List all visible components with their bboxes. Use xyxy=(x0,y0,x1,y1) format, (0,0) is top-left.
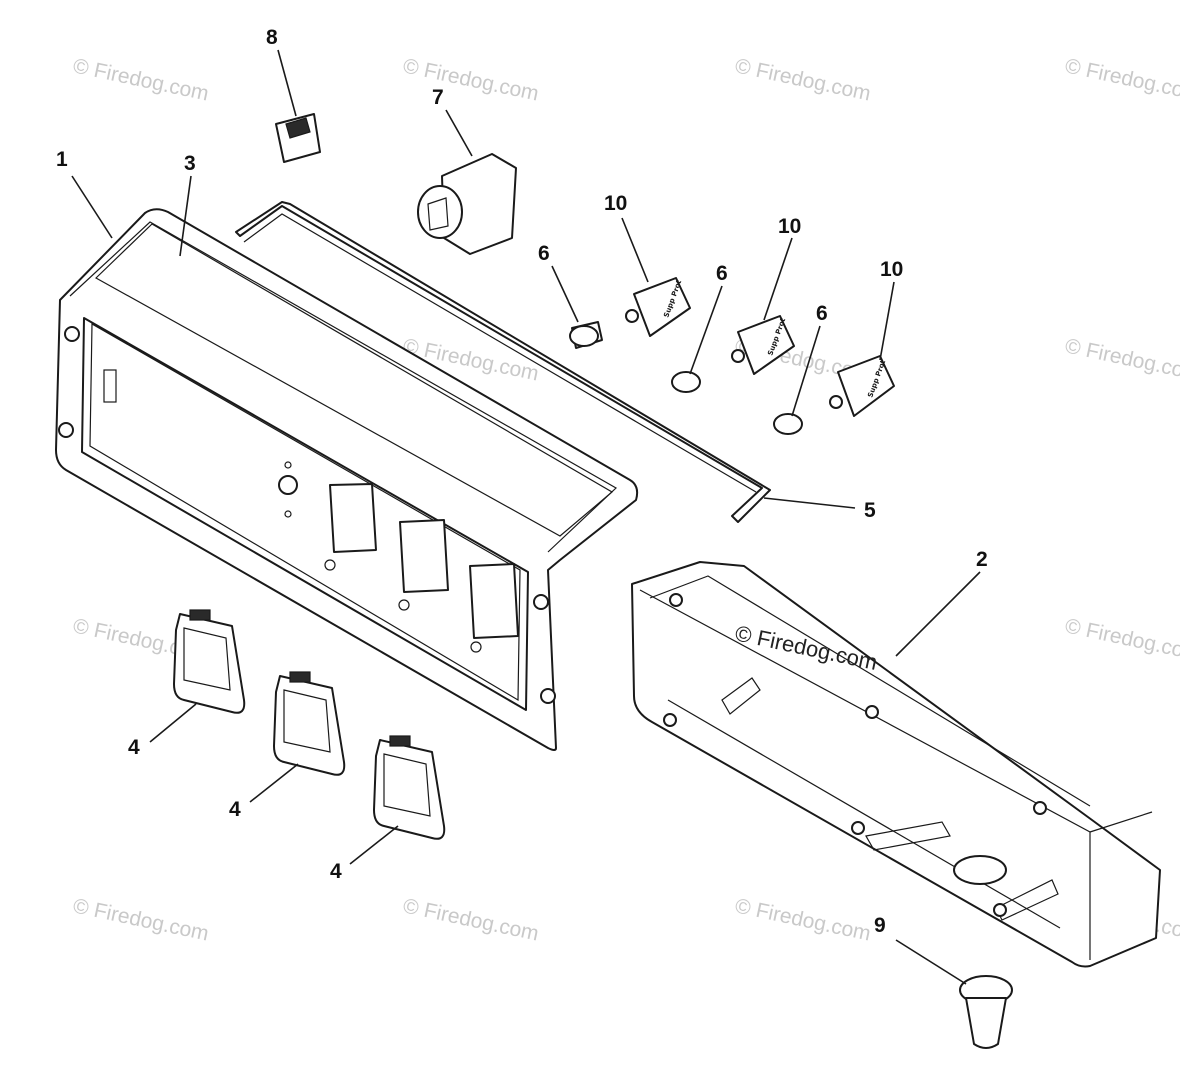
callout-4: 4 xyxy=(229,798,241,821)
part-breaker-cap xyxy=(671,371,701,393)
watermark: © Firedog.com xyxy=(1063,334,1180,385)
callout-10: 10 xyxy=(604,192,627,215)
watermark: © Firedog.com xyxy=(1063,54,1180,105)
part-outlet xyxy=(273,671,346,776)
callout-6: 6 xyxy=(538,242,550,265)
callout-10: 10 xyxy=(880,258,903,281)
callout-labels: 1 2 3 4 4 4 5 6 6 6 7 8 9 10 10 10 xyxy=(56,26,988,937)
watermark: © Firedog.com xyxy=(1063,614,1180,665)
callout-2: 2 xyxy=(976,548,988,571)
callout-4: 4 xyxy=(330,860,342,883)
callout-9: 9 xyxy=(874,914,886,937)
callout-6: 6 xyxy=(816,302,828,325)
part-box-housing xyxy=(631,561,1161,968)
watermark: © Firedog.com xyxy=(401,894,541,945)
part-circuit-breaker: Supp Prot xyxy=(625,277,691,337)
part-outlet xyxy=(173,609,246,714)
watermark: © Firedog.com xyxy=(71,54,211,105)
callout-7: 7 xyxy=(432,86,444,109)
watermark: © Firedog.com xyxy=(71,894,211,945)
callout-8: 8 xyxy=(266,26,278,49)
part-control-panel xyxy=(55,208,639,751)
part-rod xyxy=(235,201,771,523)
callout-6: 6 xyxy=(716,262,728,285)
callout-3: 3 xyxy=(184,152,196,175)
part-breaker-cap xyxy=(773,413,803,435)
callout-10: 10 xyxy=(778,215,801,238)
watermark: © Firedog.com xyxy=(733,54,873,105)
part-outlet xyxy=(373,735,446,840)
callout-5: 5 xyxy=(864,499,876,522)
part-breaker-cap xyxy=(569,321,603,349)
part-circuit-breaker: Supp Prot xyxy=(829,355,895,417)
callout-4: 4 xyxy=(128,736,140,759)
part-circuit-breaker: Supp Prot xyxy=(731,315,795,375)
watermark: © Firedog.com xyxy=(401,54,541,105)
watermark: © Firedog.com xyxy=(733,894,873,945)
part-rocker-switch xyxy=(275,113,321,163)
part-grommet xyxy=(959,975,1013,1049)
leader-lines xyxy=(71,49,981,985)
callout-1: 1 xyxy=(56,148,68,171)
part-main-breaker xyxy=(417,153,517,255)
